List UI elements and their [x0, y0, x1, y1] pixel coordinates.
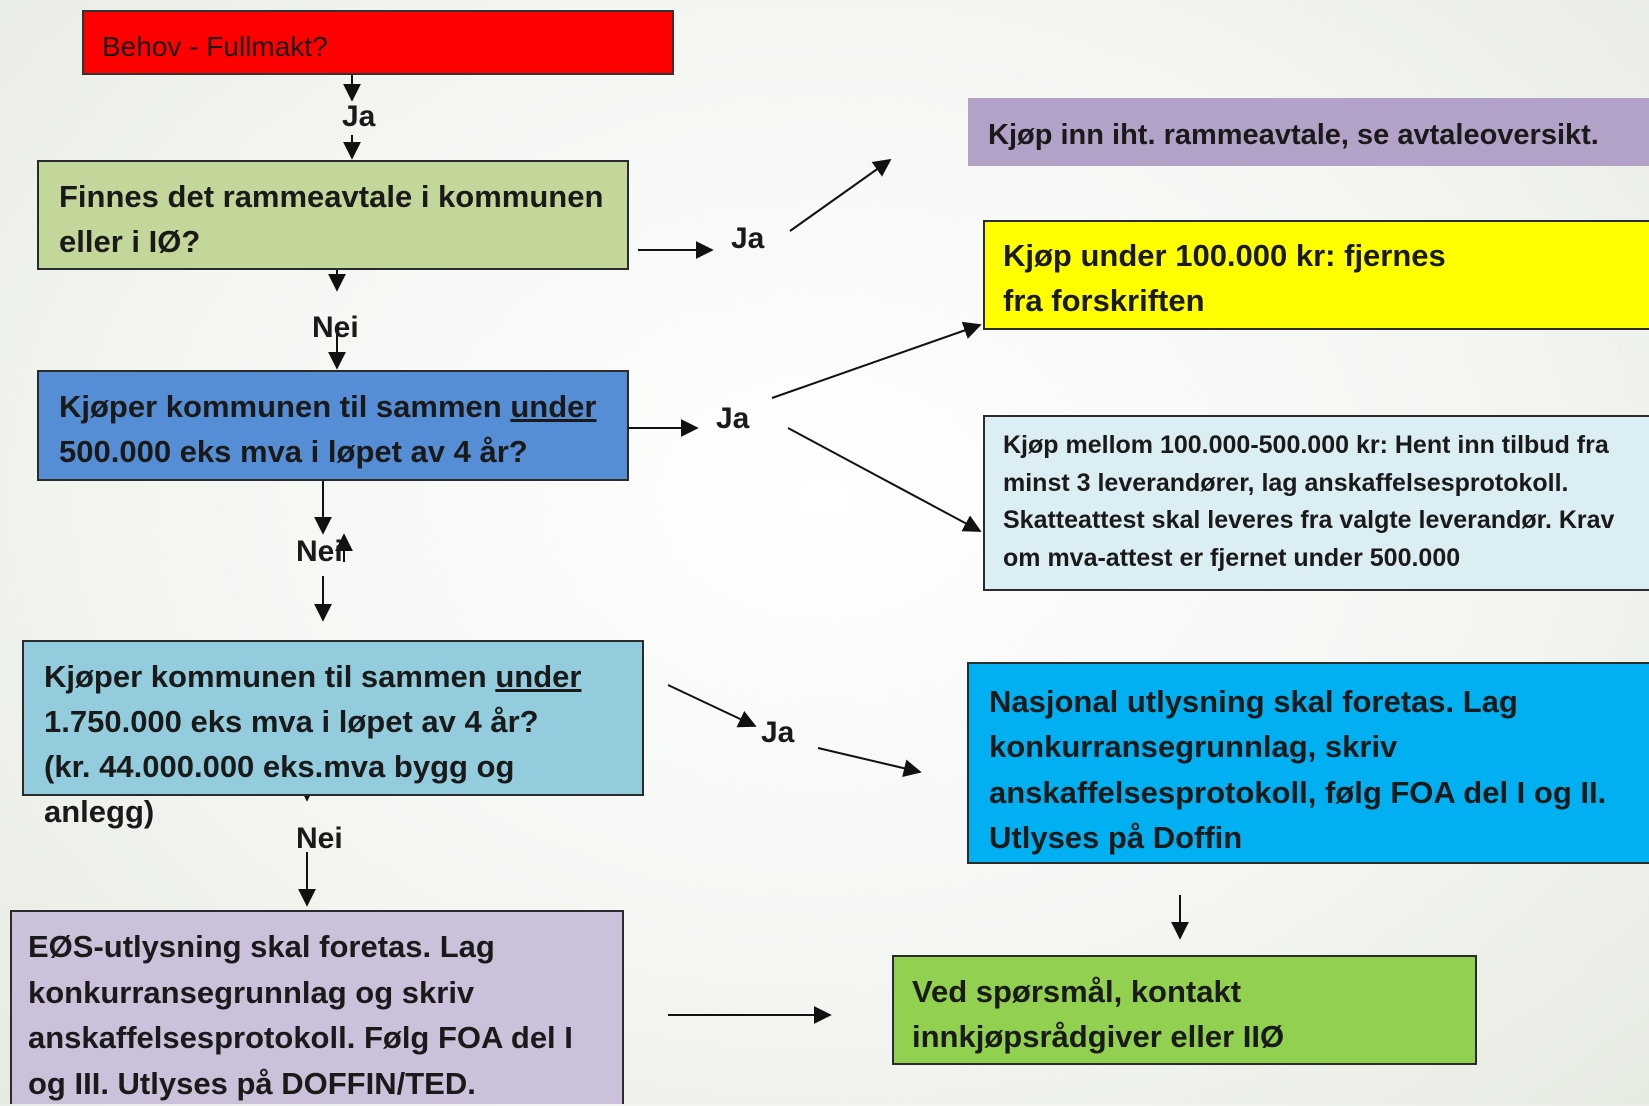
arrow-ja-to-nasjonal [817, 747, 922, 778]
ja-label-2: Ja [731, 222, 765, 255]
under-100k-box: Kjøp under 100.000 kr: fjernes fra forsk… [983, 220, 1649, 330]
under-100k-text: Kjøp under 100.000 kr: fjernes fra forsk… [1003, 238, 1446, 318]
rammeavtale-question-text: Finnes det rammeavtale i kommunen eller … [59, 179, 604, 259]
eos-text: EØS-utlysning skal foretas. Lag konkurra… [28, 929, 573, 1101]
q500-box: Kjøper kommunen til sammen under 500.000… [37, 370, 629, 481]
kontakt-box: Ved spørsmål, kontakt innkjøpsrådgiver e… [892, 955, 1477, 1065]
q500-text: Kjøper kommunen til sammen under 500.000… [59, 389, 597, 469]
nei-label-2: Nei [296, 535, 343, 568]
ja-label-3: Ja [716, 402, 750, 435]
nasjonal-box: Nasjonal utlysning skal foretas. Lag kon… [967, 662, 1649, 864]
eos-box: EØS-utlysning skal foretas. Lag konkurra… [10, 910, 624, 1104]
arrow-ja-to-rammeavtale-result [789, 158, 892, 232]
arrow-q1750-right [667, 684, 757, 728]
nasjonal-text: Nasjonal utlysning skal foretas. Lag kon… [989, 684, 1607, 855]
kontakt-text: Ved spørsmål, kontakt innkjøpsrådgiver e… [912, 974, 1285, 1054]
arrow-ja-to-under100k [771, 321, 982, 399]
ja-label-4: Ja [761, 716, 795, 749]
ja-label-1: Ja [342, 100, 376, 133]
rammeavtale-result-text: Kjøp inn iht. rammeavtale, se avtaleover… [988, 119, 1599, 151]
rammeavtale-result-box: Kjøp inn iht. rammeavtale, se avtaleover… [968, 98, 1649, 166]
nei-label-1: Nei [312, 311, 359, 344]
behov-text: Behov - Fullmakt? [102, 31, 328, 62]
q1750-box: Kjøper kommunen til sammen under 1.750.0… [22, 640, 644, 829]
q1750-text: Kjøper kommunen til sammen under 1.750.0… [44, 659, 582, 829]
rammeavtale-question-box: Finnes det rammeavtale i kommunen eller … [37, 160, 629, 270]
nei-label-3: Nei [296, 822, 343, 855]
arrow-ja-to-mellom [787, 427, 982, 532]
mellom-box: Kjøp mellom 100.000-500.000 kr: Hent inn… [983, 415, 1649, 591]
behov-box: Behov - Fullmakt? [82, 10, 674, 75]
mellom-text: Kjøp mellom 100.000-500.000 kr: Hent inn… [1003, 431, 1615, 572]
